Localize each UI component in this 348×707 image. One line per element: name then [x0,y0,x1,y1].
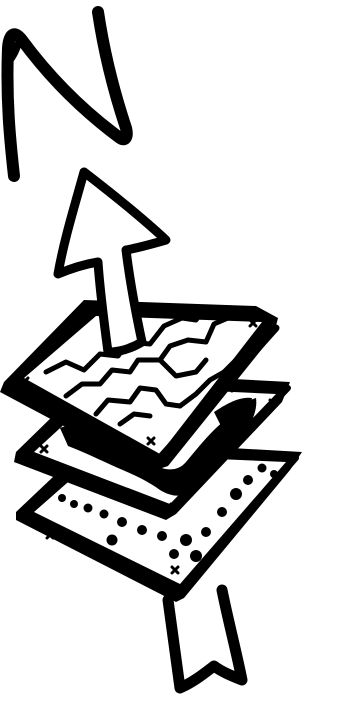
north-letter-icon [6,12,127,176]
arrow-tail [168,590,242,688]
